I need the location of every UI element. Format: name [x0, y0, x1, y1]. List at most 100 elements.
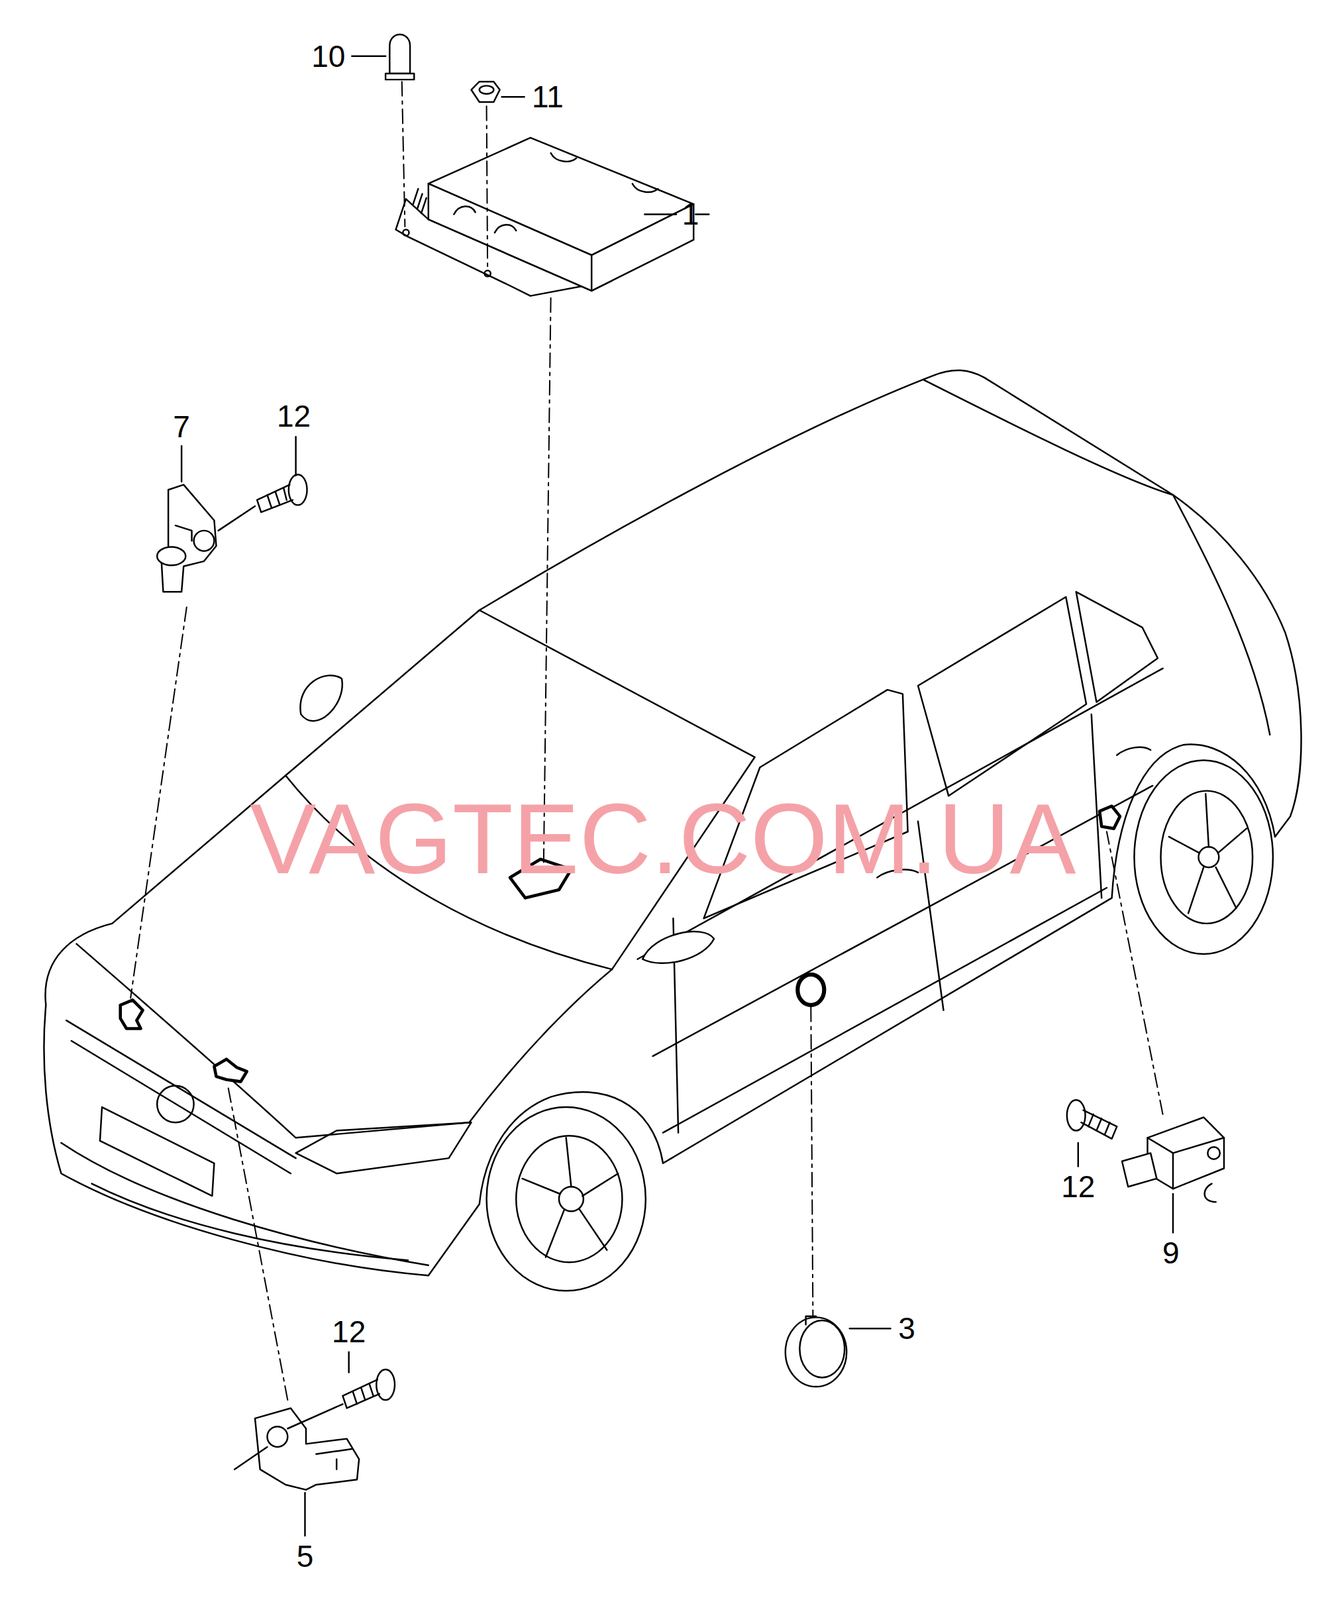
dash-dot-line [486, 105, 489, 267]
control-unit [396, 137, 695, 297]
bolt [256, 484, 293, 513]
callout-number: 5 [296, 1540, 314, 1572]
rear-wheel [1133, 759, 1273, 954]
callout-number: 7 [172, 411, 191, 442]
control-unit [591, 204, 694, 291]
bolt [353, 1382, 374, 1404]
callout-number: 3 [898, 1312, 916, 1344]
sensor-5 [234, 1407, 359, 1489]
car-body [918, 596, 1087, 796]
leader-line [294, 436, 297, 476]
dash-dot-line [543, 298, 552, 863]
dash-dot-line [402, 81, 406, 227]
control-unit [413, 188, 427, 214]
callout-number: 1 [682, 198, 700, 230]
drawing-line [43, 34, 1301, 1536]
control-unit [453, 153, 658, 233]
car-body [66, 1020, 297, 1173]
sensor-9 [1204, 1183, 1217, 1203]
car-body [642, 931, 714, 964]
sensor-5 [315, 1448, 352, 1470]
car-body [663, 887, 1107, 1133]
bolt [218, 474, 308, 531]
front-wheel [521, 1137, 618, 1257]
cap-3 [799, 1320, 845, 1377]
callout-number: 11 [531, 81, 564, 112]
callout-number: 10 [311, 41, 346, 72]
fasteners [479, 85, 495, 94]
callout-number: 12 [276, 400, 311, 432]
car-body [60, 1142, 428, 1266]
car-body [76, 943, 470, 1138]
leader-line [181, 56, 1173, 1536]
sensor-9 [1122, 1152, 1157, 1187]
car-body [92, 1183, 408, 1261]
leader-line [1172, 1193, 1174, 1233]
front-wheel [515, 1135, 622, 1262]
dash-dot-line [130, 606, 187, 998]
rear-wheel [1161, 790, 1254, 924]
car-body [296, 1122, 472, 1173]
car-body [923, 379, 1173, 495]
fasteners [385, 73, 414, 80]
sensor-5 [266, 1426, 288, 1447]
sensor-9 [1147, 1137, 1225, 1189]
front-wheel [486, 1106, 646, 1291]
car-body [468, 969, 612, 1122]
dash-dot-line [227, 1083, 288, 1400]
callout-number: 12 [1061, 1171, 1095, 1202]
control-unit [484, 270, 491, 277]
bolt [287, 1403, 343, 1428]
mounting-locations [1099, 806, 1121, 829]
rear-wheel [1133, 759, 1273, 954]
sensor-5 [234, 1446, 267, 1470]
car-body [43, 370, 1301, 1275]
control-unit [402, 229, 409, 236]
bolt [1080, 1110, 1117, 1139]
cap-3 [806, 1316, 816, 1325]
sensor-9 [1147, 1116, 1225, 1189]
leader-line [502, 96, 525, 98]
sensor-7 [156, 547, 186, 566]
leader-line [180, 445, 183, 482]
dash-dot-line [810, 1006, 813, 1317]
car-body [100, 1106, 214, 1196]
dash-dot-line [130, 81, 1163, 1400]
leader-line [304, 1492, 306, 1536]
sensor-7 [194, 530, 215, 552]
mounting-locations [797, 974, 824, 1005]
rear-wheel [1198, 846, 1220, 867]
front-wheel [486, 1106, 646, 1291]
car-body [43, 370, 1301, 1275]
leader-line [849, 1327, 891, 1329]
mounting-locations [213, 1059, 247, 1082]
car-body [672, 714, 1102, 1132]
sensor-7 [175, 525, 193, 541]
leader-line [351, 54, 386, 57]
sensor-7 [156, 484, 216, 593]
sensor-9 [1122, 1116, 1224, 1202]
callout-number: 12 [331, 1316, 366, 1347]
dash-dot-line [1106, 831, 1164, 1115]
leader-line [1077, 1142, 1079, 1166]
bolt [376, 1369, 395, 1400]
bolt [342, 1378, 379, 1408]
leader-line [347, 1351, 350, 1373]
bolt [266, 487, 287, 507]
car-body [1076, 591, 1158, 702]
watermark: VAGTEC.COM.UA [249, 788, 1076, 889]
leader-line [644, 213, 677, 215]
bolt [287, 1369, 395, 1428]
cap-3 [785, 1316, 847, 1387]
fasteners [470, 81, 500, 102]
sensor-7 [160, 484, 216, 593]
control-unit [428, 183, 592, 291]
front-wheel [559, 1186, 584, 1211]
bolt [1088, 1114, 1110, 1135]
sensor-9 [1207, 1146, 1220, 1159]
mounting-locations [120, 999, 144, 1028]
bolt [218, 506, 255, 531]
car-body [156, 1085, 194, 1122]
bolt [1067, 1099, 1086, 1130]
